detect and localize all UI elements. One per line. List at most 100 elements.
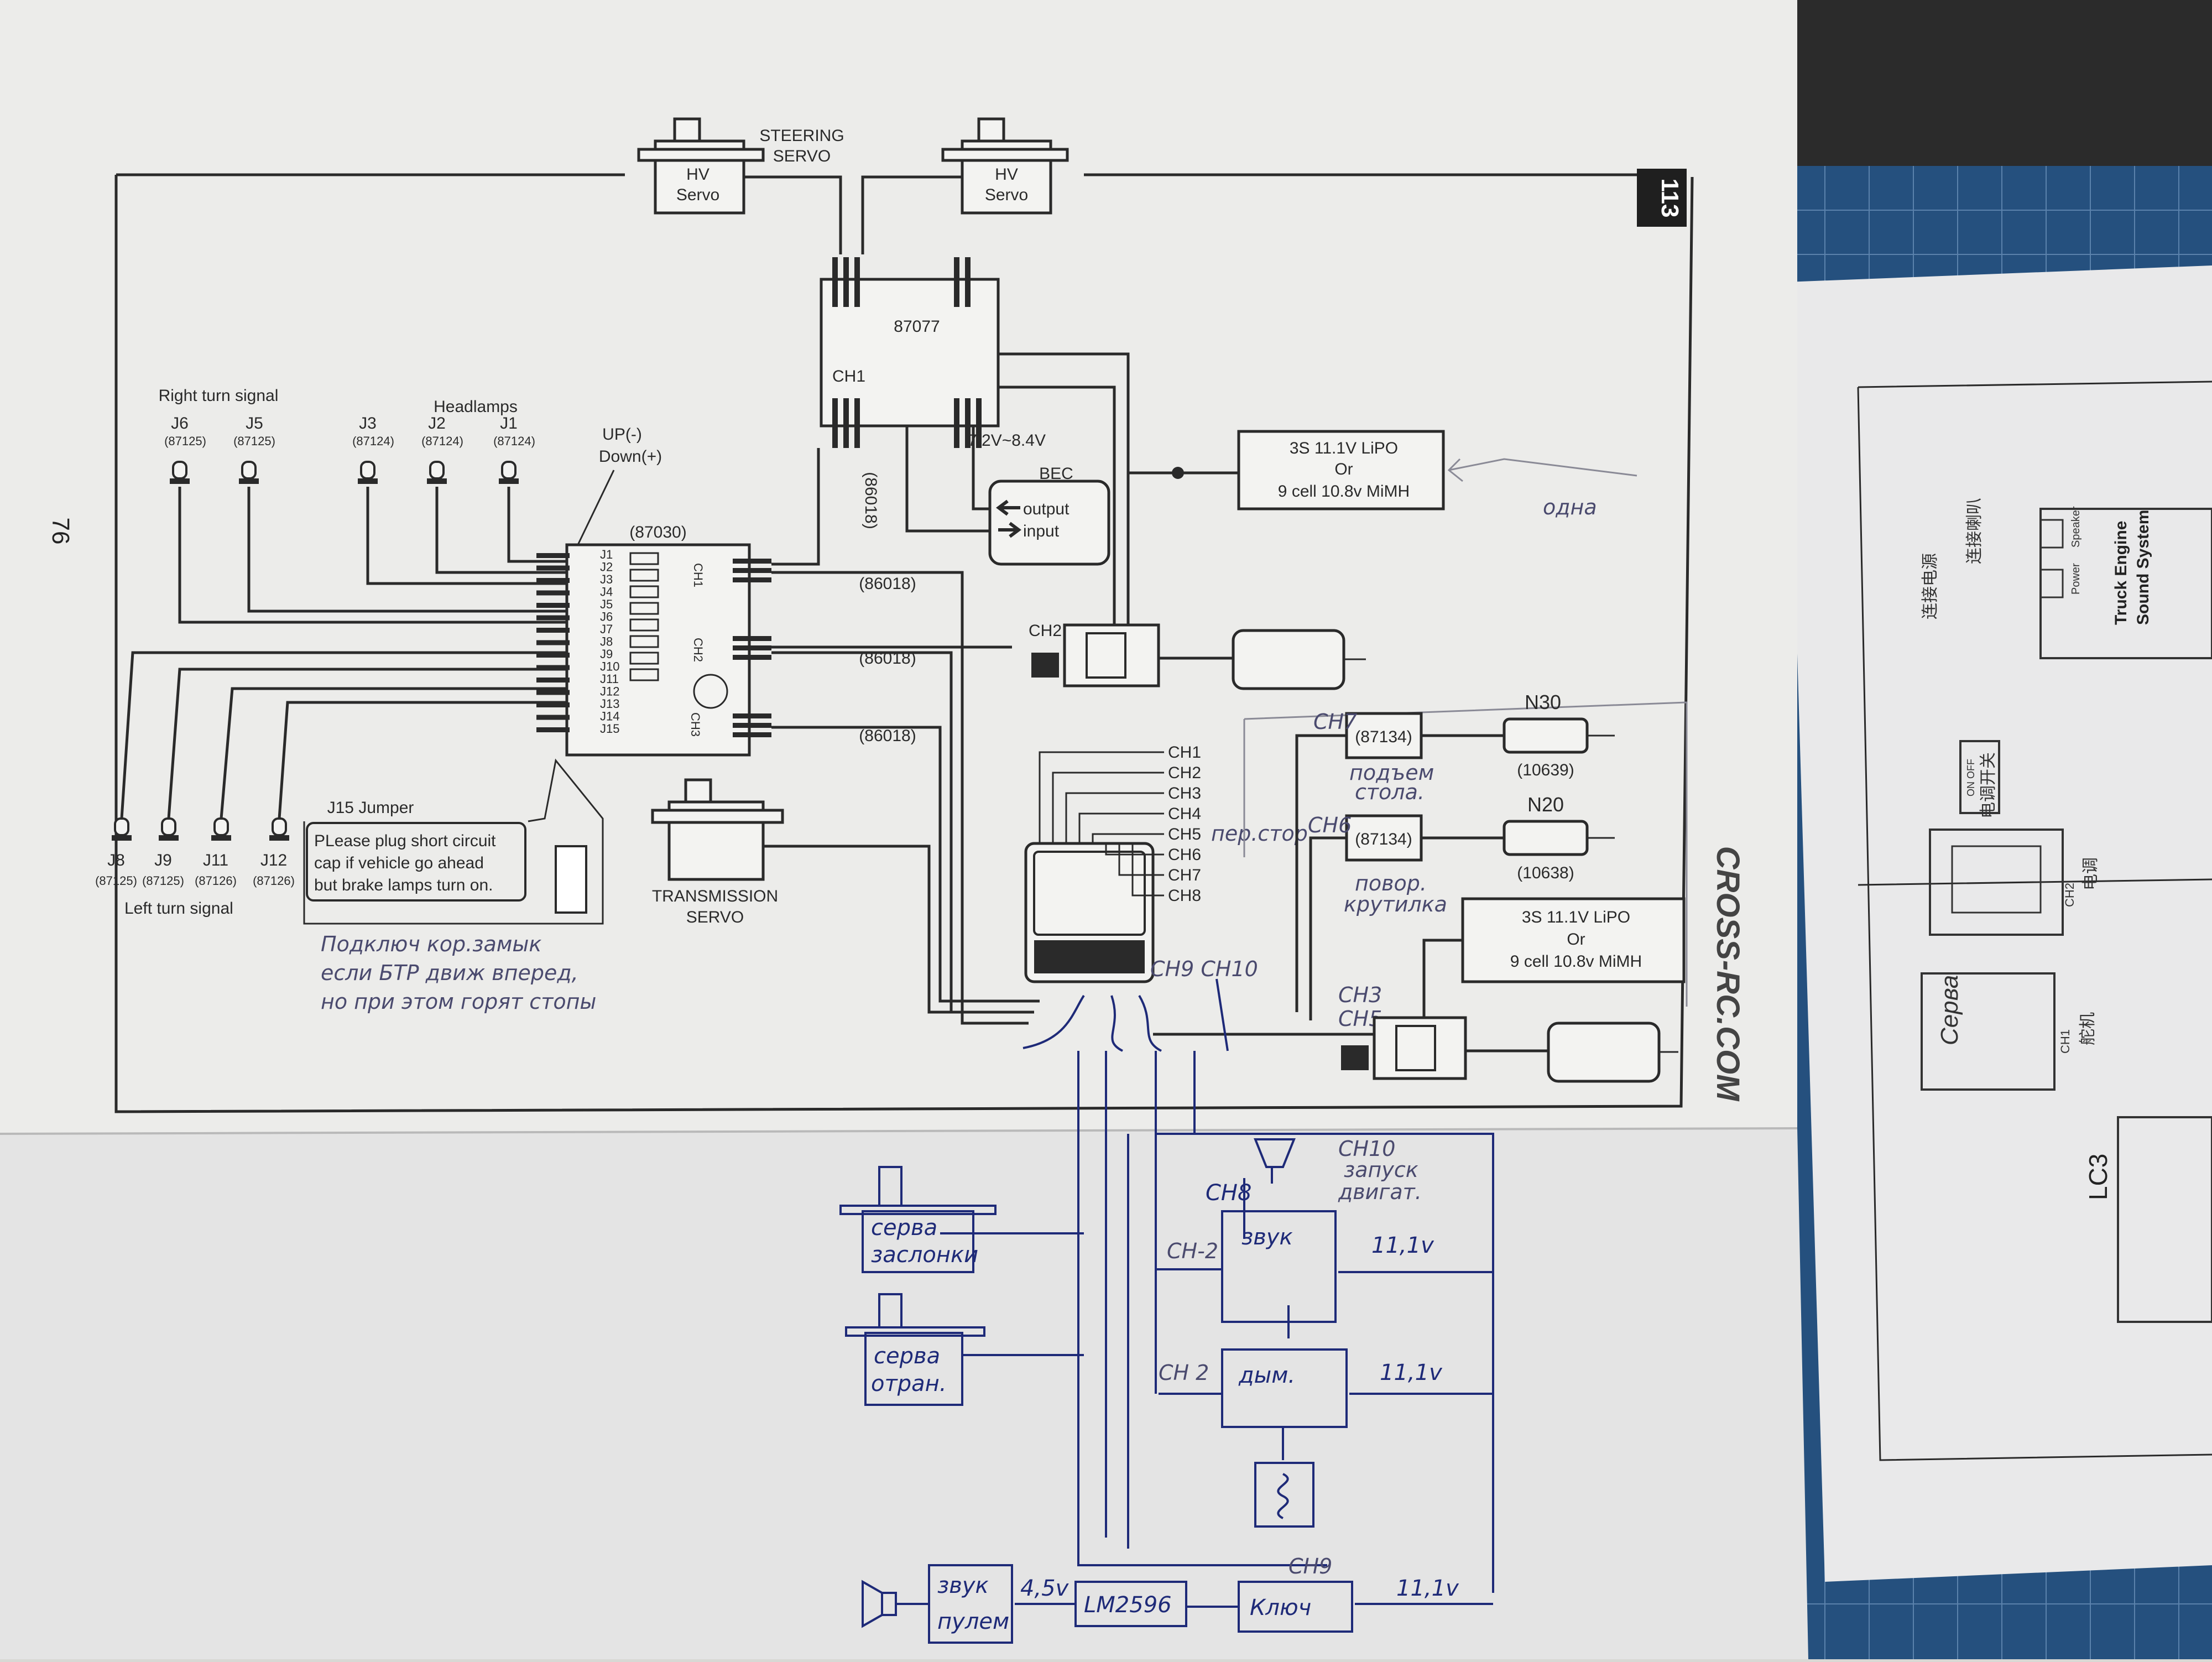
bec-module: BEC output input: [988, 465, 1110, 566]
cables-86018: [771, 448, 1040, 1025]
bottom-page-paper: [0, 1128, 1808, 1659]
rs-conn-speaker: 连接喇叭: [1965, 498, 1984, 564]
module-n20: (87134): [1345, 814, 1423, 862]
note-ch5: пер.стор: [1211, 821, 1308, 846]
motor-n20-name: N20: [1527, 793, 1564, 816]
top-lamp-id: J2: [428, 414, 446, 433]
receiver-channel-wire: [1092, 833, 1164, 843]
port-pin: [536, 578, 570, 583]
ch2-a-label: CH-2: [1167, 1239, 1218, 1263]
lm2596-label: LM2596: [1084, 1592, 1172, 1618]
bottom-lamp: [112, 817, 132, 841]
port-label: J13: [600, 697, 619, 711]
right-sheet: 连接电源 连接喇叭 Power Speaker Truck Engine Sou…: [1857, 381, 2212, 1461]
port-label: J10: [600, 660, 619, 674]
light-controller-code: (87030): [629, 523, 686, 541]
note-ch9-ch10: CH9 CH10: [1150, 957, 1258, 981]
port-pin: [536, 603, 570, 608]
receiver-channel-label: CH2: [1168, 764, 1201, 782]
light-controller-pins: [733, 559, 771, 737]
note-lift-1: подъем: [1349, 760, 1434, 785]
receiver-channel-label: CH3: [1168, 784, 1201, 803]
smoke-label: дым.: [1238, 1363, 1295, 1388]
servo-gun-1: серва: [874, 1343, 940, 1369]
port-label: J1: [600, 548, 613, 561]
motor-main: [1232, 629, 1366, 690]
hv-servo-right-line1: HV: [995, 165, 1018, 184]
receiver-channel-wire: [1052, 772, 1164, 843]
port-label: J7: [600, 622, 613, 636]
bottom-lamp: [159, 817, 179, 841]
port-label: J5: [600, 597, 613, 611]
top-lamp-code: (87124): [352, 434, 394, 448]
port-label: J11: [600, 672, 619, 686]
jumper-note-box: [306, 822, 526, 902]
battery-1-line1: 3S 11.1V LiPO: [1290, 439, 1398, 457]
label-headlamps: Headlamps: [434, 398, 518, 416]
top-lamps: J6(87125)J5(87125)J3(87124)J2(87124)J1(8…: [164, 414, 535, 484]
smoke-coil: [1254, 1462, 1314, 1528]
top-lamp-code: (87124): [493, 434, 535, 448]
note-turn-1: повор.: [1355, 871, 1427, 895]
receiver: [1024, 842, 1155, 983]
port-pin: [536, 665, 570, 670]
v-key: 11,1v: [1396, 1576, 1459, 1601]
label-right-turn: Right turn signal: [159, 387, 279, 405]
ctrl-ch3: CH3: [688, 712, 702, 737]
up-down-pointer: [577, 470, 615, 545]
port-label: J2: [600, 560, 613, 574]
rs-lc3: LC3: [2084, 1154, 2112, 1200]
top-lamp-code: (87125): [233, 434, 275, 448]
page-number-badge: [1637, 169, 1687, 227]
page-number-right: 113: [1656, 179, 1683, 218]
receiver-channel-label: CH4: [1168, 805, 1201, 823]
cable-label-4: (86018): [859, 727, 916, 745]
servo-flap-1: серва: [871, 1215, 937, 1241]
watermark: CROSS-RC.COM: [1710, 846, 1746, 1102]
rs-switch: 电调开关: [1979, 752, 1998, 819]
top-lamp: [239, 461, 259, 484]
esc-second-ch3: CH3: [1338, 983, 1382, 1007]
rs-speaker: Speaker: [2070, 506, 2082, 548]
bec-wires: [905, 426, 995, 533]
module-87077: 87077 CH1 7.2V~8.4V: [820, 257, 1046, 450]
module-n20-code: (87134): [1355, 830, 1412, 848]
battery-2-line3: 9 cell 10.8v MiMH: [1510, 952, 1642, 971]
port-pin: [536, 628, 570, 633]
bottom-lamp-code: (87125): [142, 874, 184, 888]
rs-title2: Sound System: [2134, 510, 2152, 625]
ch8-label: CH8: [1206, 1180, 1251, 1206]
bottom-lamp-wires: [120, 651, 567, 819]
hv-servo-left: HV Servo: [637, 117, 765, 215]
top-lamp-id: J3: [359, 414, 377, 433]
battery-1-line3: 9 cell 10.8v MiMH: [1278, 482, 1410, 501]
receiver-channel-wire: [1105, 843, 1164, 856]
receiver-channel-label: CH6: [1168, 846, 1201, 864]
steering-label-1: STEERING: [759, 127, 844, 145]
pencil-arrow-battery: [1447, 458, 1637, 482]
transmission-servo: TRANSMISSION SERVO: [651, 778, 784, 926]
ch10-label: CH10: [1338, 1137, 1395, 1161]
receiver-channel-wire: [1039, 751, 1164, 843]
page-frame: [114, 173, 1694, 1113]
bottom-lamp: [211, 817, 231, 841]
dark-table: [1786, 0, 2212, 177]
rs-power: Power: [2070, 563, 2082, 595]
battery-2-lead: [1422, 939, 1463, 1023]
hand-wires: [940, 1051, 1494, 1593]
battery-1-line2: Or: [1334, 460, 1353, 478]
sound-label: звук: [1241, 1225, 1293, 1250]
rs-on-off: ON OFF: [1965, 759, 1976, 796]
top-lamp: [358, 461, 378, 484]
esc-second-wires: [1153, 1033, 1548, 1053]
jumper-line-1: PLease plug short circuit: [314, 832, 496, 850]
port-label: J4: [600, 585, 613, 599]
receiver-channel-wire: [1078, 812, 1164, 843]
receiver-channel-label: CH7: [1168, 866, 1201, 884]
v-sound: 11,1v: [1371, 1233, 1434, 1258]
motor-second: [1547, 1022, 1678, 1083]
module-87077-voltage: 7.2V~8.4V: [968, 431, 1046, 450]
port-label: J9: [600, 647, 613, 661]
motor-n20-code: (10638): [1517, 864, 1574, 882]
